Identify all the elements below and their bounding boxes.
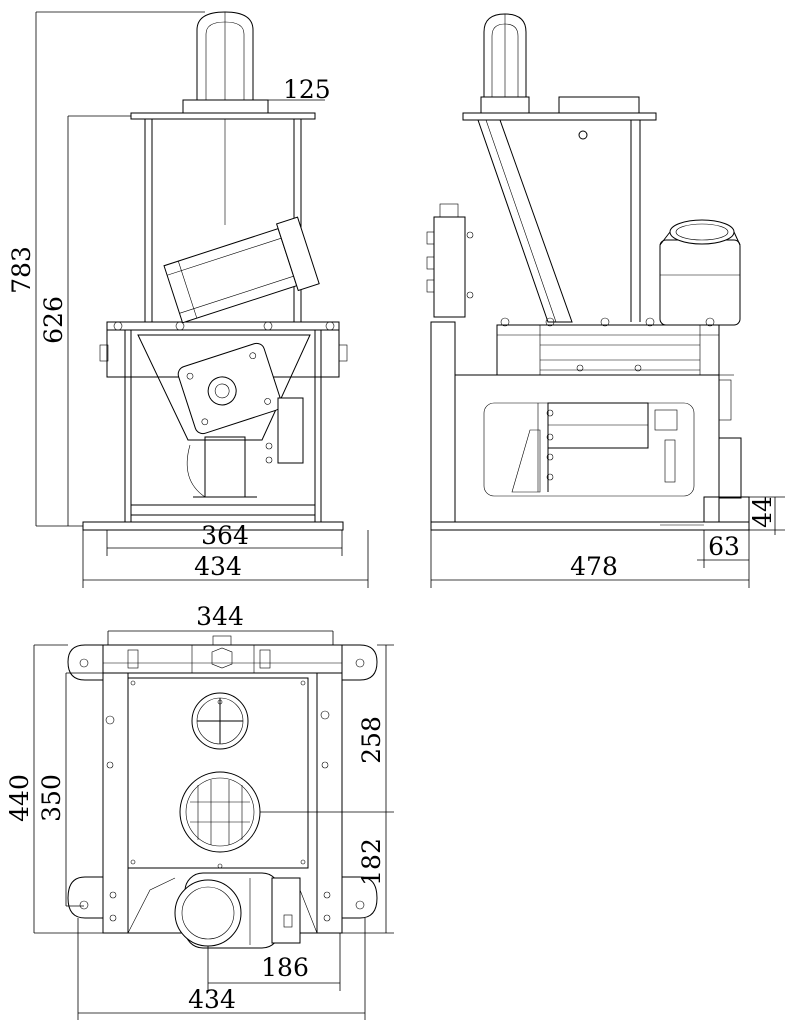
top-upper-rail: [102, 644, 343, 674]
dim-front-inner-width: 364: [201, 521, 249, 550]
top-lug-top-left: [67, 644, 103, 681]
dim-top-base-width: 434: [188, 985, 236, 1014]
dim-top-rail-width: 344: [196, 602, 244, 631]
top-view: 344 440 350 258 182 186 434: [5, 602, 394, 1020]
front-view: 125 783 626 364 434: [7, 11, 369, 588]
top-lug-top-right: [342, 644, 378, 681]
top-opening-upper: [191, 692, 249, 750]
dim-top-lower-offset: 182: [357, 838, 386, 886]
top-opening-lower: [179, 771, 261, 853]
side-view: 44 63 478: [426, 13, 785, 588]
side-control-box: [433, 216, 466, 318]
dim-side-total-depth: 478: [570, 552, 618, 581]
front-motor-body: [163, 228, 298, 324]
dim-front-body-height: 626: [39, 296, 68, 344]
side-base-plate: [430, 521, 750, 531]
top-lug-bottom-left: [67, 876, 103, 919]
top-inner-plate: [127, 677, 309, 869]
side-motor-body: [659, 239, 741, 326]
dim-front-base-width: 434: [194, 552, 242, 581]
front-gearbox: [177, 342, 282, 435]
front-pedestal: [204, 436, 246, 498]
dim-top-total-depth: 440: [5, 774, 34, 822]
side-chute: [477, 119, 573, 323]
top-lug-bottom-right: [342, 876, 378, 919]
front-top-plate: [130, 112, 316, 120]
dim-top-motor-offset: 186: [261, 953, 309, 982]
dim-front-total-height: 783: [7, 246, 36, 294]
front-funnel: [137, 334, 311, 441]
dim-top-upper-offset: 258: [357, 716, 386, 764]
dim-side-foot-height: 44: [748, 496, 777, 528]
side-top-plate: [462, 112, 657, 121]
dim-top-inner-depth: 350: [37, 774, 66, 822]
front-inlet-collar: [182, 99, 269, 114]
dim-side-foot-offset: 63: [708, 532, 740, 561]
dim-front-top-opening: 125: [283, 75, 331, 104]
